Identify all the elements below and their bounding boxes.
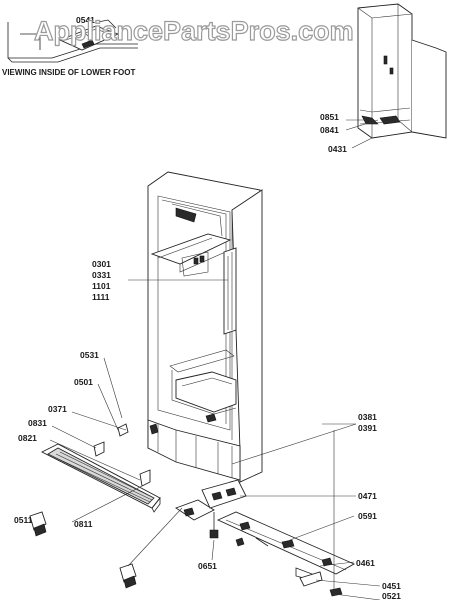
label-0461: 0461 bbox=[356, 558, 375, 568]
leader-0451 bbox=[315, 579, 381, 587]
label-0371: 0371 bbox=[48, 404, 67, 414]
label-0381: 0381 bbox=[358, 412, 377, 422]
leader-0521 bbox=[333, 593, 381, 600]
leader-0841 bbox=[345, 119, 379, 131]
lower-foot-inset bbox=[7, 19, 138, 63]
label-0331: 0331 bbox=[92, 270, 111, 280]
part-labels: 0541 VIEWING INSIDE OF LOWER FOOT 0851 0… bbox=[2, 15, 401, 600]
leader-0461 bbox=[319, 561, 355, 567]
label-0541: 0541 bbox=[76, 15, 95, 25]
label-0471: 0471 bbox=[358, 491, 377, 501]
leader-0541 bbox=[77, 25, 91, 39]
label-0531: 0531 bbox=[80, 350, 99, 360]
leader-lines bbox=[49, 25, 381, 600]
label-0851: 0851 bbox=[320, 112, 339, 122]
label-0451: 0451 bbox=[382, 581, 401, 591]
base-rail bbox=[216, 511, 356, 597]
label-0301: 0301 bbox=[92, 259, 111, 269]
label-0391: 0391 bbox=[358, 423, 377, 433]
label-0521: 0521 bbox=[382, 591, 401, 600]
leader-0831 bbox=[51, 425, 97, 449]
label-1111: 1111 bbox=[92, 292, 110, 302]
watermark: AppliancePartsPros.com bbox=[34, 16, 354, 46]
leader-foot-lower bbox=[127, 507, 183, 567]
leveling-feet bbox=[29, 511, 137, 589]
leader-0531 bbox=[103, 357, 123, 419]
leader-0381 bbox=[231, 423, 357, 465]
leader-0501 bbox=[97, 383, 119, 431]
label-0841: 0841 bbox=[320, 125, 339, 135]
label-0811: 0811 bbox=[74, 519, 93, 529]
label-1101: 1101 bbox=[92, 281, 111, 291]
label-0501: 0501 bbox=[74, 377, 93, 387]
label-0511: 0511 bbox=[14, 515, 33, 525]
leader-0371 bbox=[71, 411, 127, 431]
leader-0431 bbox=[351, 137, 373, 149]
leader-0651 bbox=[211, 539, 215, 561]
label-0431: 0431 bbox=[328, 144, 347, 154]
cabinet-rear-view bbox=[357, 3, 447, 139]
label-0821: 0821 bbox=[18, 433, 37, 443]
brackets bbox=[93, 423, 151, 487]
hinge-assembly bbox=[175, 479, 247, 539]
leader-0821 bbox=[49, 439, 141, 481]
main-cabinet bbox=[147, 171, 263, 491]
inset-caption: VIEWING INSIDE OF LOWER FOOT bbox=[2, 68, 135, 77]
label-0831: 0831 bbox=[28, 418, 47, 428]
leader-0591 bbox=[289, 515, 355, 541]
label-0651: 0651 bbox=[198, 561, 217, 571]
leader-0811 bbox=[71, 483, 147, 523]
label-0591: 0591 bbox=[358, 511, 377, 521]
